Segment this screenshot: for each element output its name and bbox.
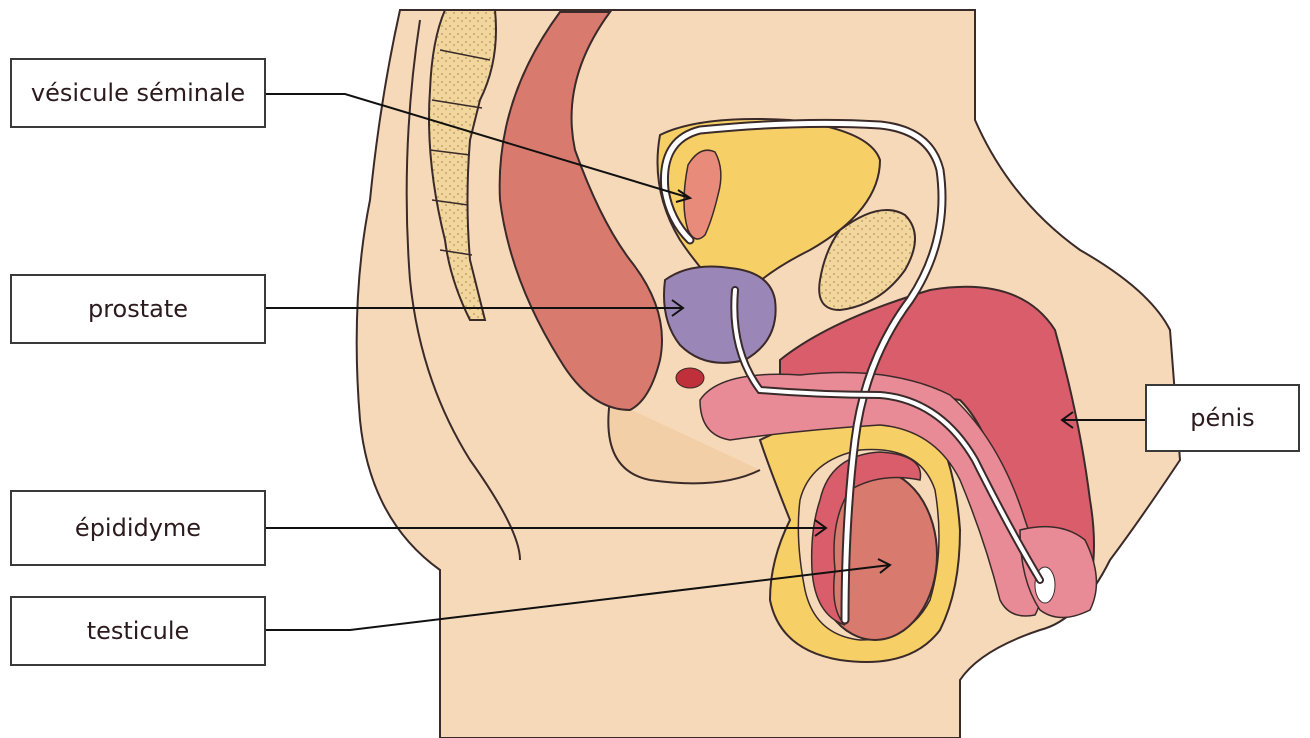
cowper-gland bbox=[676, 368, 704, 388]
label-testicule: testicule bbox=[10, 596, 266, 666]
label-prostate: prostate bbox=[10, 274, 266, 344]
label-vesicule-seminale: vésicule séminale bbox=[10, 58, 266, 128]
label-epididyme: épididyme bbox=[10, 490, 266, 566]
label-penis: pénis bbox=[1145, 384, 1300, 452]
